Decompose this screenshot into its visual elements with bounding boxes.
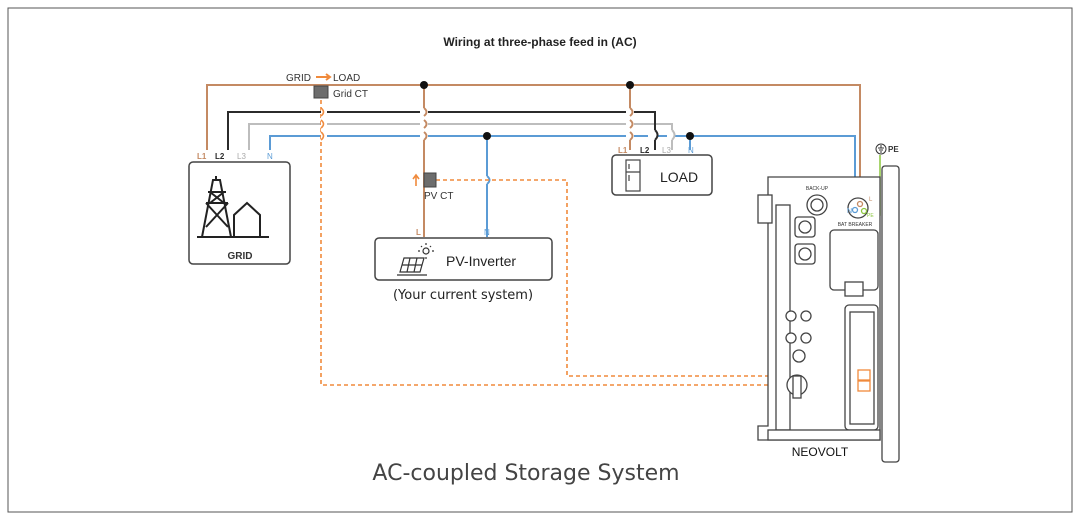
- diagram-title: Wiring at three-phase feed in (AC): [443, 35, 636, 49]
- grid-ct-label: Grid CT: [333, 89, 368, 100]
- arrow-right-icon: [316, 73, 332, 81]
- junction-dots: [420, 81, 694, 140]
- grid-terminal-l2: L2: [215, 152, 225, 161]
- pv-ct-icon: [423, 172, 437, 188]
- ground-icon: [875, 143, 887, 155]
- solar-panel-icon: [397, 243, 434, 276]
- grid-terminal-l3: L3: [237, 152, 246, 161]
- backup-label: BACK-UP: [806, 186, 829, 192]
- load-label: LOAD: [660, 169, 698, 185]
- pv-ct-label: PV CT: [424, 191, 453, 202]
- wire-n: [269, 135, 856, 210]
- grid-terminal-l1: L1: [197, 152, 207, 161]
- load-terminal-l2: L2: [640, 146, 650, 155]
- load-terminal-n: N: [688, 146, 694, 155]
- grid-ct-icon: [313, 85, 329, 99]
- pv-inverter-note: (Your current system): [393, 288, 533, 303]
- device-label: NEOVOLT: [792, 445, 849, 459]
- bat-breaker-label: BAT BREAKER: [838, 222, 873, 228]
- wire-hops: [423, 107, 634, 141]
- grid-label: GRID: [228, 251, 253, 262]
- load-box: [611, 154, 713, 196]
- neovolt-device: BACK-UP N L PE BAT BREAKER: [757, 165, 900, 463]
- pv-terminal-l: L: [416, 228, 421, 237]
- load-terminal-l3: L3: [662, 146, 671, 155]
- grid-box: [188, 161, 291, 265]
- pv-terminal-n: N: [484, 228, 490, 237]
- diagram-caption: AC-coupled Storage System: [372, 461, 679, 486]
- wire-l1: [206, 84, 861, 210]
- device-terminal-l: L: [869, 197, 873, 203]
- ct-signal-lines: [320, 100, 855, 386]
- grid-ct-from: GRID: [286, 73, 311, 84]
- power-tower-house-icon: [197, 176, 269, 238]
- device-terminal-n: N: [847, 208, 852, 215]
- pe-label: PE: [888, 145, 899, 154]
- arrow-up-icon: [412, 173, 420, 186]
- device-terminal-pe: PE: [867, 213, 874, 219]
- grid-terminal-n: N: [267, 152, 273, 161]
- grid-ct-to: LOAD: [333, 73, 360, 84]
- pv-inverter-label: PV-Inverter: [446, 253, 516, 269]
- pv-inverter-box: [374, 237, 553, 281]
- load-terminal-l1: L1: [618, 146, 628, 155]
- refrigerator-icon: [625, 159, 641, 192]
